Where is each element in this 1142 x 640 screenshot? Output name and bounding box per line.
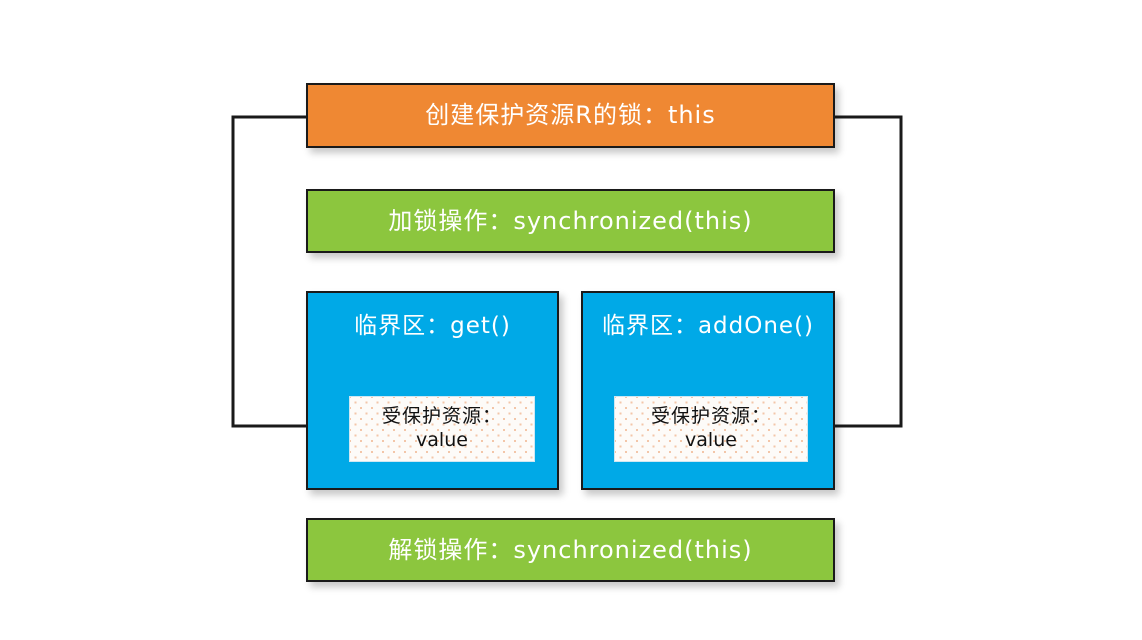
- protected-resource-get-title: 受保护资源：: [381, 405, 502, 428]
- node-release-lock[interactable]: 解锁操作：synchronized(this): [306, 518, 835, 582]
- node-acquire-lock[interactable]: 加锁操作：synchronized(this): [306, 189, 835, 253]
- protected-resource-addone-value: value: [685, 429, 737, 451]
- protected-resource-get-value: value: [416, 429, 468, 451]
- node-create-lock[interactable]: 创建保护资源R的锁：this: [306, 83, 835, 148]
- node-critical-section-addone-label: 临界区：addOne(): [601, 313, 815, 339]
- node-release-lock-label: 解锁操作：synchronized(this): [388, 535, 753, 564]
- node-critical-section-get-label: 临界区：get(): [354, 313, 511, 339]
- node-critical-section-addone[interactable]: 临界区：addOne() 受保护资源： value: [581, 291, 835, 490]
- node-create-lock-label: 创建保护资源R的锁：this: [425, 101, 716, 130]
- protected-resource-get: 受保护资源： value: [349, 396, 535, 462]
- node-critical-section-get[interactable]: 临界区：get() 受保护资源： value: [306, 291, 559, 490]
- node-acquire-lock-label: 加锁操作：synchronized(this): [388, 206, 753, 235]
- protected-resource-addone: 受保护资源： value: [614, 396, 808, 462]
- protected-resource-addone-title: 受保护资源：: [650, 405, 771, 428]
